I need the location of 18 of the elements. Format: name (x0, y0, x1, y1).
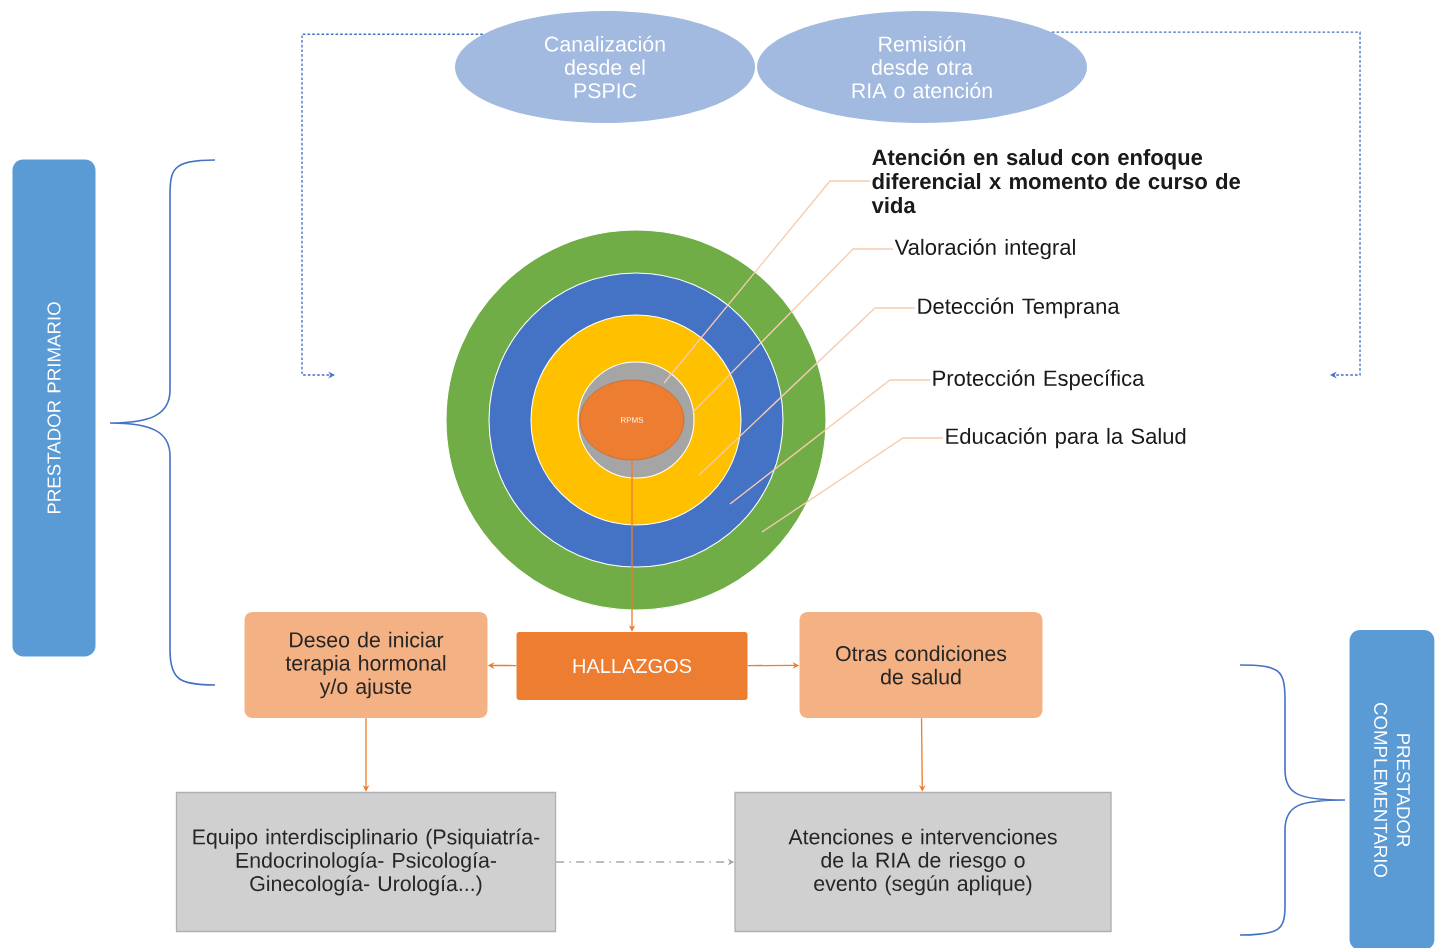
care-box: Atenciones e intervenciones de la RIA de riesgo o evento (según aplique) (734, 791, 1112, 933)
leader-line (729, 379, 931, 505)
findings-box: HALLAZGOS (516, 632, 748, 700)
leader-line (698, 307, 916, 476)
provider-band: PRESTADOR COMPLEMENTARIO (1349, 630, 1435, 948)
finding-box: Deseo de iniciar terapia hormonal y/o ajuste (244, 612, 488, 718)
leader-line (663, 180, 871, 384)
ring-label: Valoración integral (894, 238, 1075, 260)
leader-line (761, 437, 944, 533)
leader-line (692, 248, 894, 413)
finding-box: Otras condiciones de salud (799, 612, 1043, 718)
ring-label: Atención en salud con enfoque diferencial x momento de curso de vida (871, 148, 1241, 214)
care-box: Equipo interdisciplinario (Psiquiatría- Endocrinología- Psicología- Ginecología- Urología...) (175, 791, 557, 933)
ring-label: Protección Específica (933, 369, 1145, 391)
ring-label: Detección Temprana (918, 297, 1120, 319)
arrow (1051, 31, 1361, 379)
ring-label: Educación para la Salud (946, 427, 1186, 449)
provider-band: PRESTADOR PRIMARIO (12, 159, 96, 657)
